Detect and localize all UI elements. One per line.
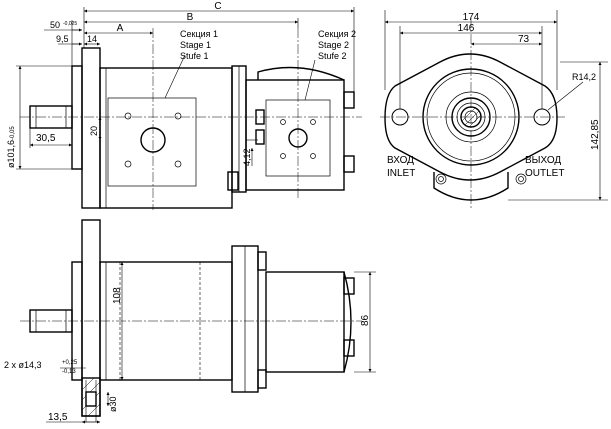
dim-108-label: 108 — [112, 287, 123, 304]
section-1-line1: Секция 1 — [180, 29, 218, 39]
dim-r14-2-label: R14,2 — [572, 72, 596, 82]
dim-86-label: 86 — [360, 314, 371, 326]
dim-142-85-label: 142,85 — [590, 119, 601, 150]
bottom-section-2 — [265, 271, 345, 373]
section-2-line1: Секция 2 — [318, 29, 356, 39]
dim-14-label: 14 — [87, 34, 97, 44]
dim-50-label: 50 — [50, 20, 60, 30]
dim-9-5-label: 9,5 — [56, 34, 69, 44]
section-2-line2: Stage 2 — [318, 40, 349, 50]
side-view-dimensions: C B A 50 -0,025 9,5 14 30,5 ø101,6-0,05 … — [6, 1, 356, 170]
flange-outline — [384, 53, 558, 181]
section-1-line2: Stage 1 — [180, 40, 211, 50]
holes-tol-low: -0,13 — [62, 369, 76, 375]
pilot-hub — [71, 65, 83, 170]
section-2-body — [245, 79, 345, 191]
dim-174-label: 174 — [463, 12, 480, 23]
dim-a-label: A — [117, 23, 124, 34]
port-outlet-en: OUTLET — [525, 168, 564, 179]
dim-73-label: 73 — [518, 34, 530, 45]
top-view-dimensions: 108 86 2 x ø14,3 +0,25 -0,13 ø30 13,5 — [4, 262, 376, 424]
port-inlet-ru: ВХОД — [387, 155, 414, 166]
port-outlet-ru: ВЫХОД — [525, 155, 561, 166]
top-view — [20, 219, 362, 417]
holes-tol-up: +0,25 — [62, 360, 78, 366]
dim-50-tol: -0,025 — [63, 21, 77, 27]
bottom-flange — [81, 219, 101, 417]
dim-20-label: 20 — [89, 126, 99, 136]
dim-146-label: 146 — [458, 23, 475, 34]
front-view — [380, 18, 565, 210]
section-1-line3: Stufe 1 — [180, 51, 209, 61]
holes-label: 2 x ø14,3 — [4, 360, 42, 370]
dim-b-label: B — [187, 12, 194, 23]
dim-4-12-label: 4,12 — [242, 148, 252, 166]
section-1-body — [99, 67, 233, 209]
dim-30-5-label: 30,5 — [36, 133, 56, 144]
front-view-dimensions: 174 146 73 R14,2 142,85 ВХОД INLET ВЫХОД… — [384, 10, 608, 201]
port-inlet-en: INLET — [387, 168, 415, 179]
section-2-line3: Stufe 2 — [318, 51, 347, 61]
dim-c-label: C — [214, 1, 221, 12]
dim-30-label: ø30 — [108, 396, 118, 412]
section-1-port-face — [107, 97, 197, 187]
dim-flange-dia-label: ø101,6-0,05 — [6, 126, 16, 168]
dim-13-5-label: 13,5 — [48, 412, 68, 423]
